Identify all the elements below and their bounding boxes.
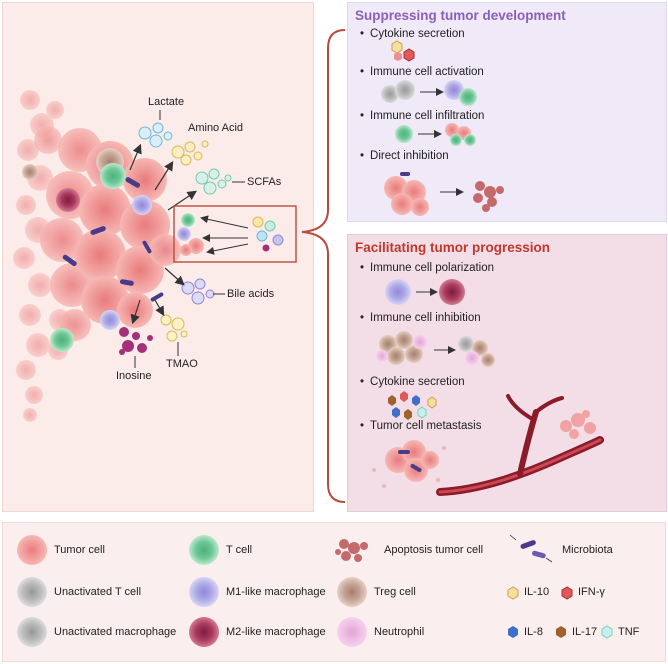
legend-apoptosis: Apoptosis tumor cell <box>384 544 484 556</box>
suppress-item-infiltration: Immune cell infiltration <box>360 110 484 122</box>
facilitate-item-inhibition: Immune cell inhibition <box>360 312 481 324</box>
legend-m1-icon <box>189 577 219 607</box>
legend-il8-icon <box>508 626 518 638</box>
facilitate-inhibition-icons <box>376 331 495 367</box>
legend-m1: M1-like macrophage <box>226 586 326 598</box>
label-tmao: TMAO <box>166 358 198 370</box>
suppress-direct-inhibition-icons <box>384 172 504 216</box>
legend-treg: Treg cell <box>374 586 416 598</box>
bile-acids-cluster <box>181 278 215 305</box>
legend-m2-icon <box>189 617 219 647</box>
legend-ifng: IFN-γ <box>578 586 605 598</box>
microbiota-rods <box>62 177 164 302</box>
legend-unactivated-t: Unactivated T cell <box>54 586 142 598</box>
inosine-cluster <box>119 327 153 355</box>
facilitate-item-cytokine: Cytokine secretion <box>360 376 465 388</box>
legend-treg-icon <box>337 577 367 607</box>
suppress-activation-icons <box>381 80 477 106</box>
m1-macrophage <box>132 195 152 215</box>
legend-il10: IL-10 <box>524 586 550 598</box>
legend-neutrophil: Neutrophil <box>374 626 425 638</box>
t-cell <box>100 163 126 189</box>
legend-tnf: TNF <box>618 626 640 638</box>
legend-neutrophil-icon <box>337 617 367 647</box>
label-leader-lines <box>134 110 245 368</box>
label-lactate: Lactate <box>148 96 185 108</box>
legend-ifng-icon <box>561 586 573 600</box>
m2-macrophage <box>56 188 80 212</box>
legend-apoptosis-icon <box>335 539 368 562</box>
facilitate-cytokine-icons <box>388 391 437 420</box>
tmao-cluster <box>160 314 188 342</box>
legend-il10-icon <box>507 586 519 600</box>
amino-acid-cluster <box>171 140 209 166</box>
legend-tumor-cell: Tumor cell <box>54 544 105 556</box>
legend-microbiota-icon <box>509 534 553 563</box>
legend-unactivated-mac-icon <box>17 617 47 647</box>
legend-il17-icon <box>556 626 566 638</box>
suppress-item-cytokine: Cytokine secretion <box>360 28 465 40</box>
legend-microbiota: Microbiota <box>562 544 613 556</box>
m1-macrophage-lower <box>100 310 120 330</box>
label-amino-acid: Amino Acid <box>188 122 244 134</box>
legend-t-cell-icon <box>189 535 219 565</box>
facilitate-item-metastasis: Tumor cell metastasis <box>360 420 481 432</box>
legend-icons <box>17 534 613 647</box>
legend-unactivated-t-icon <box>17 577 47 607</box>
lactate-cluster <box>138 122 173 148</box>
t-cell-lower <box>50 328 74 352</box>
facilitate-title: Facilitating tumor progression <box>355 240 551 255</box>
suppress-item-direct-inhibition: Direct inhibition <box>360 150 449 162</box>
legend-il8: IL-8 <box>524 626 543 638</box>
facilitate-item-polarization: Immune cell polarization <box>360 262 494 274</box>
tumor-mass <box>13 90 181 422</box>
suppress-item-activation: Immune cell activation <box>360 66 484 78</box>
legend-tnf-icon <box>601 625 613 639</box>
suppress-infiltration-icons <box>395 123 476 146</box>
label-inosine: Inosine <box>116 370 152 382</box>
suppress-cytokine-icons <box>391 40 415 62</box>
treg-cell-small <box>22 164 38 180</box>
highlight-box <box>173 205 297 263</box>
label-scfas: SCFAs <box>247 176 282 188</box>
legend-m2: M2-like macrophage <box>226 626 326 638</box>
legend-t-cell: T cell <box>226 544 253 556</box>
legend-unactivated-mac: Unactivated macrophage <box>54 626 177 638</box>
legend-tumor-cell-icon <box>17 535 47 565</box>
legend-panel <box>2 522 666 662</box>
facilitate-metastasis-icons <box>372 394 604 496</box>
metabolite-arrows <box>129 143 197 325</box>
facilitate-polarization-icons <box>385 279 465 305</box>
highlight-contents <box>177 213 284 256</box>
label-bile-acids: Bile acids <box>227 288 275 300</box>
scfas-cluster <box>195 168 232 195</box>
suppress-title: Suppressing tumor development <box>355 8 566 23</box>
legend-il17: IL-17 <box>572 626 598 638</box>
bracket <box>301 29 346 503</box>
